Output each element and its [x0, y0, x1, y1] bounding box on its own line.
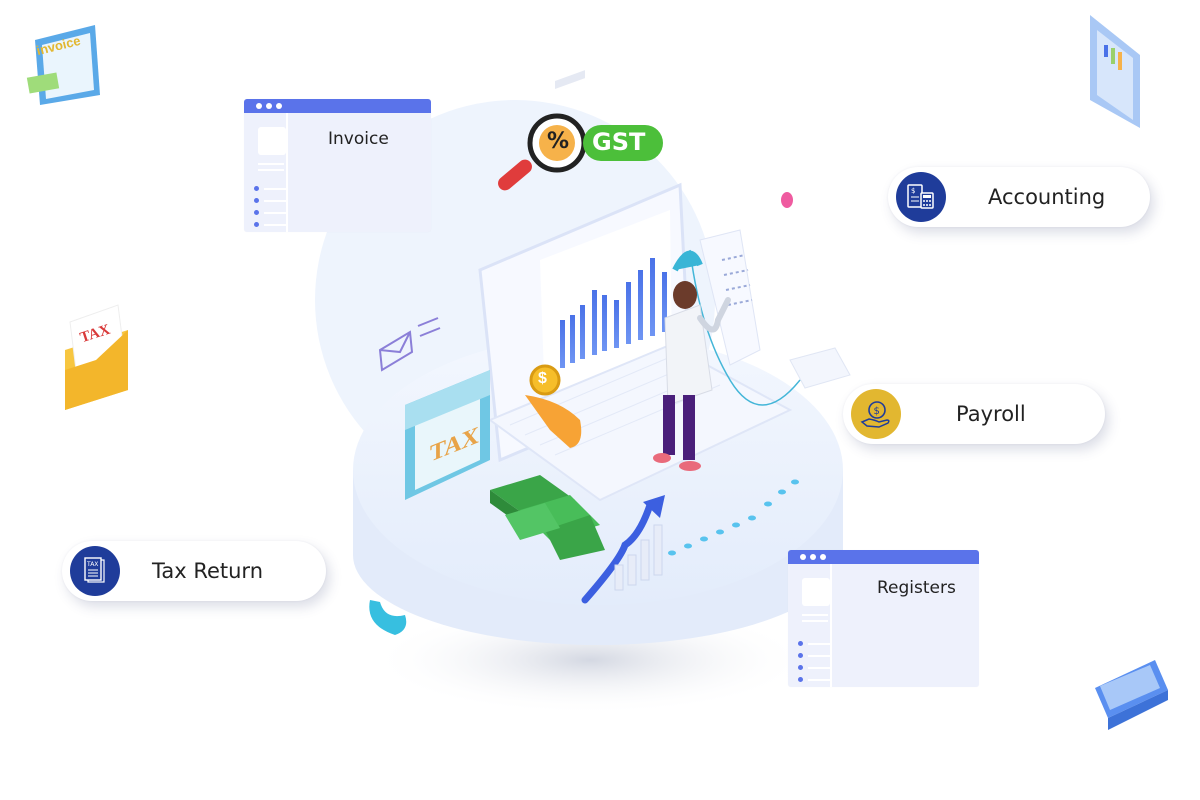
- tax-return-card[interactable]: TAX Tax Return: [62, 541, 326, 601]
- gst-badge: [583, 125, 663, 161]
- window-dot: [266, 103, 272, 109]
- payroll-card[interactable]: $ Payroll: [843, 384, 1105, 444]
- window-bullet: [798, 677, 803, 682]
- envelope-outline-icon: [378, 317, 441, 372]
- window-thumbnail: [802, 578, 830, 606]
- window-line: [808, 679, 830, 681]
- window-bullet: [798, 653, 803, 658]
- coin-dollar-symbol: $: [538, 370, 547, 387]
- person-figure: [653, 250, 731, 471]
- window-titlebar: [244, 99, 431, 113]
- money-hand-icon: $: [851, 389, 901, 439]
- laptop-bar-chart: [560, 258, 667, 368]
- window-dot: [820, 554, 826, 560]
- registers-window-title: Registers: [877, 578, 956, 598]
- growth-arrow: [581, 501, 654, 604]
- tax-calendar: [405, 370, 490, 500]
- svg-text:TAX: TAX: [86, 561, 98, 568]
- spreadsheet-decor: [1095, 660, 1168, 730]
- window-line: [802, 614, 828, 616]
- calculator-icon: $: [896, 172, 946, 222]
- accounting-label: Accounting: [988, 185, 1106, 209]
- window-titlebar: [788, 550, 979, 564]
- registers-window: Registers: [788, 550, 979, 687]
- gst-label: GST: [592, 128, 646, 156]
- invoice-doc-decor: [26, 25, 100, 105]
- window-dot: [276, 103, 282, 109]
- window-dot: [800, 554, 806, 560]
- window-line: [808, 655, 830, 657]
- tax-return-label: Tax Return: [152, 559, 264, 583]
- window-bullet: [254, 186, 259, 191]
- cyan-crescent: [369, 600, 407, 635]
- window-line: [258, 163, 284, 165]
- cash-stacks: [490, 475, 605, 560]
- svg-text:$: $: [874, 406, 880, 417]
- dotted-trail: [668, 479, 799, 556]
- svg-text:$: $: [911, 187, 915, 195]
- window-line: [808, 643, 830, 645]
- window-bullet: [798, 665, 803, 670]
- window-sidebar: [788, 564, 832, 687]
- window-bullet: [254, 198, 259, 203]
- window-line: [258, 169, 284, 171]
- window-line: [264, 188, 286, 190]
- window-bullet: [798, 641, 803, 646]
- laptop-keyboard: [487, 343, 793, 502]
- tax-document-icon: TAX: [70, 546, 120, 596]
- window-line: [808, 667, 830, 669]
- tax-envelope-decor: [65, 304, 128, 410]
- invoice-window: Invoice: [244, 99, 431, 232]
- window-line: [802, 620, 828, 622]
- window-line: [264, 200, 286, 202]
- window-sidebar: [244, 113, 288, 232]
- chart-doc-decor: [1090, 15, 1140, 128]
- window-line: [264, 224, 286, 226]
- invoice-window-title: Invoice: [328, 129, 389, 149]
- accounting-card[interactable]: $ Accounting: [888, 167, 1150, 227]
- coin-hand: [525, 364, 582, 448]
- window-bullet: [254, 210, 259, 215]
- window-dot: [810, 554, 816, 560]
- window-line: [264, 212, 286, 214]
- window-thumbnail: [258, 127, 286, 155]
- pink-dot: [781, 192, 793, 208]
- gst-percent-symbol: %: [546, 129, 570, 154]
- window-dot: [256, 103, 262, 109]
- window-bullet: [254, 222, 259, 227]
- payroll-label: Payroll: [956, 402, 1026, 426]
